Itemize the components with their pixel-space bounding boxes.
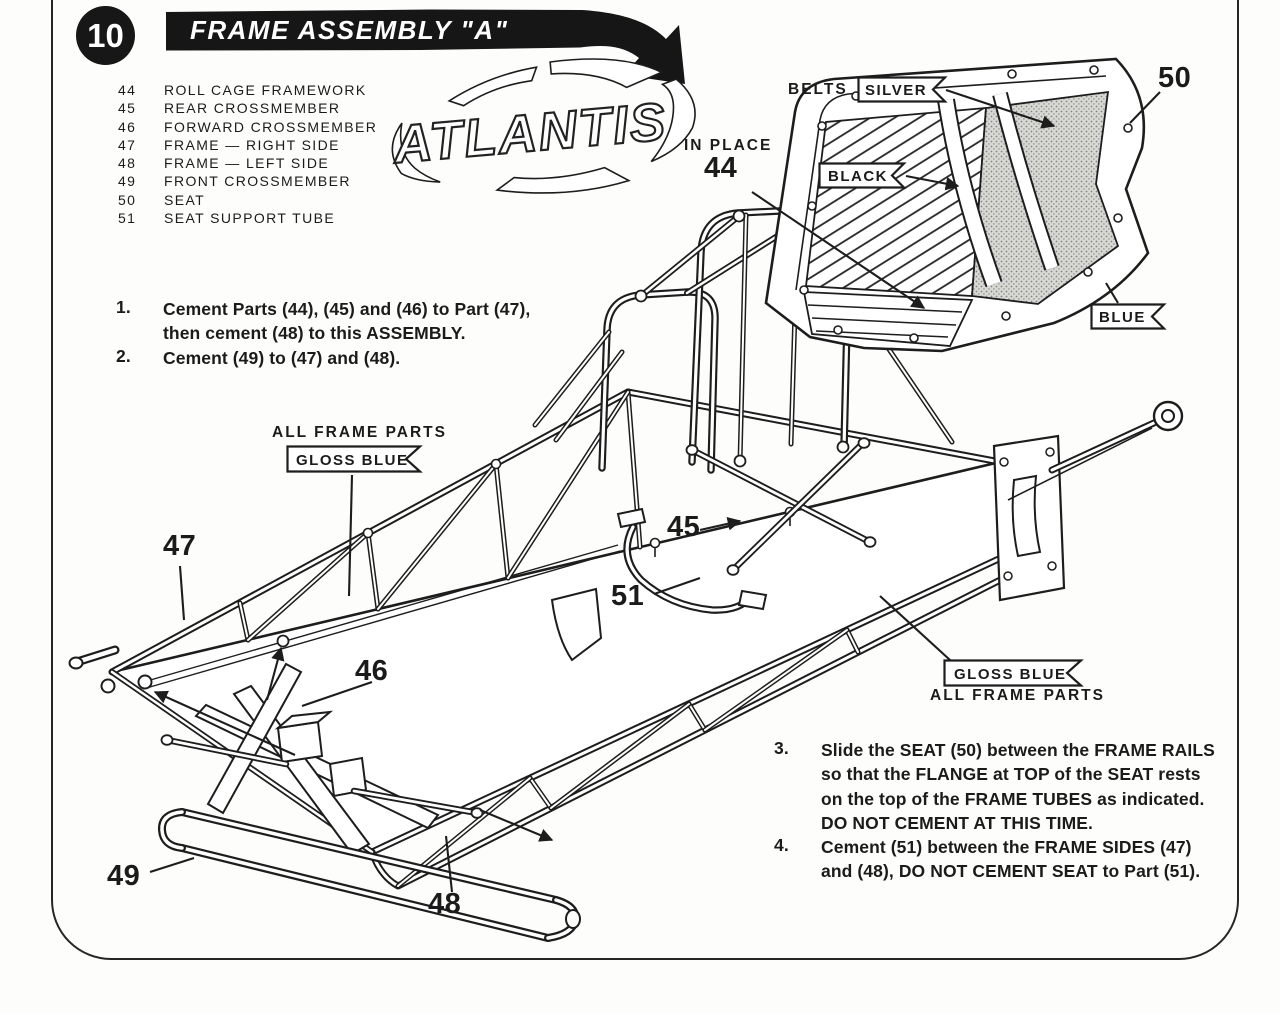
atlantis-logo: ATLANTIS — [388, 58, 696, 194]
black-banner-label: BLACK — [828, 168, 888, 185]
part-number: 48 — [118, 155, 137, 172]
instruction-step-text: Cement Parts (44), (45) and (46) to Part… — [163, 299, 531, 344]
callout-in-place: IN PLACE — [684, 137, 773, 154]
callout-44: 44 — [704, 152, 738, 184]
instruction-step-text: Cement (49) to (47) and (48). — [163, 347, 401, 368]
instruction-step-text: Slide the SEAT (50) between the FRAME RA… — [821, 740, 1215, 833]
part-number: 51 — [118, 210, 137, 227]
callout-all-frame-parts-top: ALL FRAME PARTS — [272, 424, 447, 441]
instruction-step: 2. Cement (49) to (47) and (48). — [116, 346, 530, 370]
step-number: 10 — [87, 16, 124, 54]
blue-banner-label: BLUE — [1099, 309, 1146, 326]
instructions-steps-3-4: 3. Slide the SEAT (50) between the FRAME… — [774, 738, 1215, 884]
part-name: ROLL CAGE FRAMEWORK — [164, 82, 367, 98]
part-name: SEAT SUPPORT TUBE — [164, 210, 336, 227]
part-name: FRAME — LEFT SIDE — [164, 155, 330, 172]
forward-crossmember-illustration — [160, 662, 484, 856]
parts-list-row: 44 ROLL CAGE FRAMEWORK — [118, 81, 377, 99]
instruction-step: 1. Cement Parts (44), (45) and (46) to P… — [116, 297, 530, 346]
page-title: FRAME ASSEMBLY "A" — [190, 15, 509, 45]
rear-frame-illustration — [992, 400, 1184, 602]
callout-51: 51 — [611, 580, 645, 612]
gloss-blue-banner-bottom: GLOSS BLUE — [943, 659, 1084, 687]
instruction-step-number: 3. — [774, 738, 789, 758]
callout-46: 46 — [355, 655, 389, 687]
part-name: FRONT CROSSMEMBER — [164, 173, 351, 190]
parts-list-row: 47 FRAME — RIGHT SIDE — [118, 136, 377, 154]
callout-49: 49 — [107, 860, 141, 892]
part-name: FRAME — RIGHT SIDE — [164, 136, 340, 153]
part-number: 46 — [118, 118, 137, 135]
gloss-blue-top-label: GLOSS BLUE — [296, 452, 409, 469]
frame-illustration — [68, 388, 1016, 890]
callout-belts: BELTS — [788, 81, 848, 98]
leader-lines — [149, 89, 1161, 893]
atlantis-logo-text: ATLANTIS — [389, 92, 669, 175]
part-name: SEAT — [164, 191, 206, 208]
blue-paint-banner: BLUE — [1090, 303, 1167, 330]
part-number: 49 — [118, 173, 137, 190]
silver-paint-banner: SILVER — [857, 76, 948, 103]
rear-crossmember-illustration — [685, 437, 877, 576]
black-paint-banner: BLACK — [818, 162, 907, 189]
parts-list-row: 50 SEAT — [118, 191, 377, 209]
part-number: 44 — [118, 82, 137, 98]
callout-all-frame-parts-bottom: ALL FRAME PARTS — [930, 687, 1105, 704]
callout-45: 45 — [667, 511, 701, 543]
step-number-badge: 10 — [76, 6, 135, 65]
front-crossmember-illustration — [157, 808, 581, 942]
instruction-step: 4. Cement (51) between the FRAME SIDES (… — [774, 835, 1215, 884]
gloss-blue-bottom-label: GLOSS BLUE — [954, 666, 1067, 683]
part-name: FORWARD CROSSMEMBER — [164, 118, 378, 135]
part-name: REAR CROSSMEMBER — [164, 100, 341, 117]
gloss-blue-banner-top: GLOSS BLUE — [286, 445, 423, 473]
instruction-step-number: 2. — [116, 345, 131, 366]
parts-list-row: 45 REAR CROSSMEMBER — [118, 99, 377, 117]
part-number: 47 — [118, 136, 137, 153]
instruction-step: 3. Slide the SEAT (50) between the FRAME… — [774, 738, 1215, 835]
parts-list-row: 46 FORWARD CROSSMEMBER — [118, 118, 377, 136]
callout-50: 50 — [1158, 62, 1192, 94]
part-number: 50 — [118, 191, 137, 208]
seat-illustration — [764, 57, 1150, 353]
seat-rivets — [799, 65, 1133, 343]
instruction-step-text: Cement (51) between the FRAME SIDES (47)… — [821, 837, 1201, 882]
parts-list-row: 51 SEAT SUPPORT TUBE — [118, 209, 377, 227]
callout-48: 48 — [428, 888, 462, 920]
instruction-step-number: 1. — [116, 297, 131, 317]
instruction-step-number: 4. — [774, 835, 789, 856]
parts-list-row: 49 FRONT CROSSMEMBER — [118, 172, 377, 190]
parts-list: 44 ROLL CAGE FRAMEWORK 45 REAR CROSSMEMBER… — [118, 81, 377, 227]
instructions-steps-1-2: 1. Cement Parts (44), (45) and (46) to P… — [116, 297, 530, 370]
callout-47: 47 — [163, 530, 197, 562]
silver-banner-label: SILVER — [865, 82, 927, 99]
part-number: 45 — [118, 100, 137, 117]
parts-list-row: 48 FRAME — LEFT SIDE — [118, 154, 377, 172]
seat-support-tube-illustration — [616, 507, 768, 614]
header-arrow — [166, 9, 685, 84]
